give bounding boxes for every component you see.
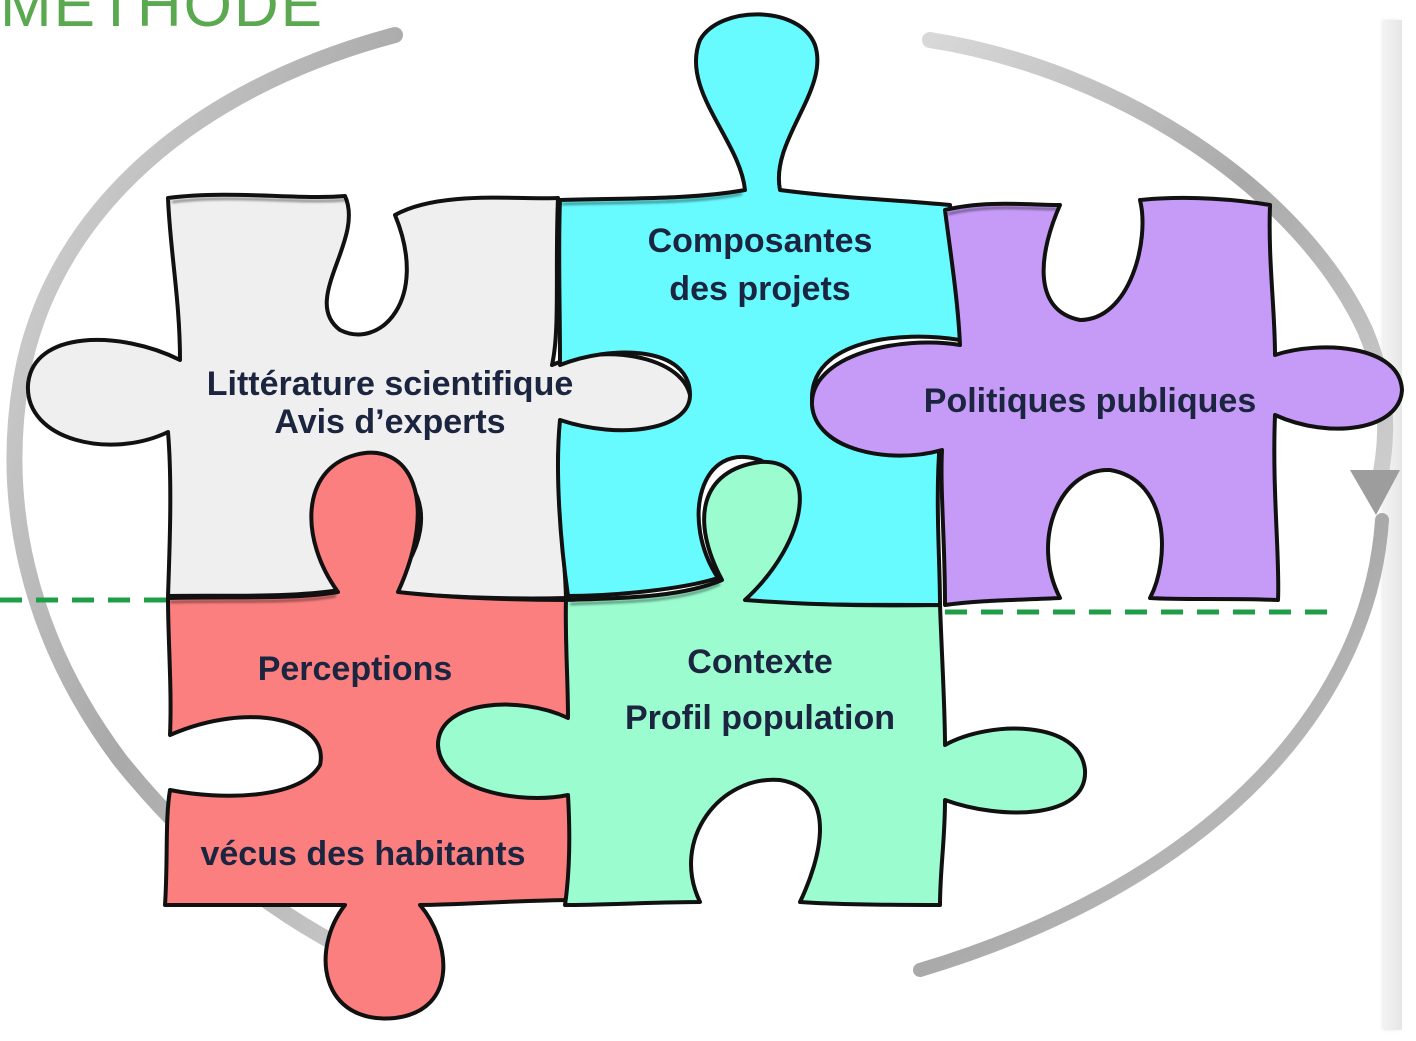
policies-label-line1: Politiques publiques [923,382,1257,420]
perceptions-label-bottom: vécus des habitants [158,835,568,873]
slide-title: MÉTHODE [0,0,324,40]
context-label-line1: Contexte [687,643,833,681]
arrow-head-icon [1350,470,1400,515]
divider-line [0,597,1340,615]
policies-label: Politiques publiques [880,382,1300,420]
literature-label-line2: Avis d’experts [274,403,506,441]
components-label-line2: des projets [669,270,851,308]
puzzle-piece-policies [809,195,1404,607]
perceptions-label-line1: Perceptions [257,650,453,688]
literature-label-line1: Littérature scientifique [206,365,574,403]
context-label: Contexte Profil population [585,643,935,737]
context-label-line2: Profil population [624,699,896,737]
literature-label: Littérature scientifique Avis d’experts [150,365,630,441]
puzzle-piece-context [436,459,1088,907]
components-label: Composantes des projets [600,222,920,308]
perceptions-label-line2: vécus des habitants [200,835,526,873]
puzzle-piece-components [556,12,962,607]
outline-trace [169,193,1059,605]
scroll-edge [1384,20,1402,1030]
components-label-line1: Composantes [647,222,873,260]
perceptions-label-top: Perceptions [195,650,515,688]
